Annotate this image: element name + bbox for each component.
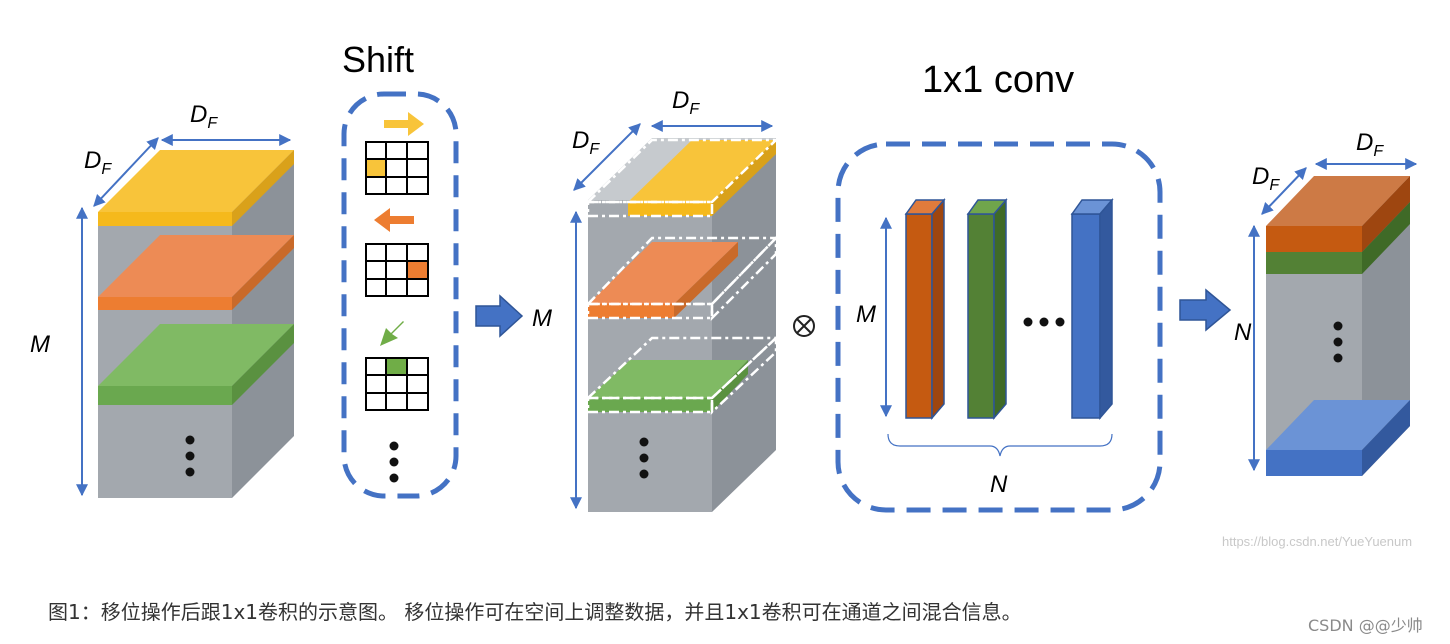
m-label: M [532, 305, 552, 332]
author-credit: CSDN @@少帅 [1308, 616, 1423, 635]
arrow-left-icon [374, 208, 414, 232]
cube-side-face [712, 138, 776, 512]
n-brace [887, 433, 1113, 457]
n-label: N [990, 471, 1008, 498]
figure-caption: 图1：移位操作后跟1x1卷积的示意图。 移位操作可在空间上调整数据，并且1x1卷… [48, 600, 1022, 624]
green-output-slab [1266, 202, 1410, 274]
kernel-grid-icon [365, 357, 429, 411]
otimes-operator-icon [793, 315, 815, 337]
df-label: DF [672, 87, 700, 118]
df-depth-arrow [573, 123, 641, 191]
conv-dashed-box [835, 141, 1163, 513]
blue-output-slab [1266, 400, 1410, 476]
m-label: M [30, 331, 50, 358]
shift-dashed-box [341, 91, 459, 499]
filter-blue [1070, 197, 1114, 421]
shifted-tensor: M DF DF [532, 87, 780, 512]
orange-channel-slab [98, 235, 294, 310]
df-label: DF [572, 127, 600, 158]
arrow-down-left-icon [380, 321, 404, 346]
orange-shifted-slab [585, 234, 779, 322]
green-channel-slab [98, 324, 294, 405]
arrow-right-icon [475, 294, 524, 338]
input-tensor: M DF DF [30, 101, 294, 498]
df-label: DF [190, 101, 218, 132]
df-depth-arrow [1261, 167, 1307, 215]
vertical-ellipsis-dots [185, 435, 195, 477]
watermark-url: https://blog.csdn.net/YueYuenum [1222, 534, 1413, 549]
df-depth-arrow [93, 137, 159, 207]
yellow-shifted-slab [584, 138, 780, 218]
green-shifted-slab [584, 335, 780, 415]
filter-orange [904, 197, 946, 421]
vertical-ellipsis-dots [1333, 321, 1343, 363]
n-label: N [1234, 319, 1252, 346]
shift-title: Shift [342, 39, 414, 80]
df-label: DF [1356, 129, 1384, 160]
filter-green [966, 197, 1008, 421]
m-label: M [856, 301, 876, 328]
arrow-right-icon [1179, 288, 1232, 332]
kernel-grid-icon [365, 243, 429, 297]
output-tensor: N DF DF [1234, 129, 1418, 476]
shift-conv-diagram: M DF DF Shift [30, 39, 1418, 513]
conv-filters: M N [856, 197, 1114, 498]
conv-title: 1x1 conv [922, 59, 1074, 101]
df-label: DF [84, 147, 112, 178]
vertical-ellipsis-dots [389, 441, 399, 483]
horizontal-ellipsis-dots [1023, 317, 1065, 327]
df-label: DF [1252, 163, 1280, 194]
vertical-ellipsis-dots [639, 437, 649, 479]
arrow-right-icon [384, 112, 424, 136]
kernel-grid-icon [365, 141, 429, 195]
